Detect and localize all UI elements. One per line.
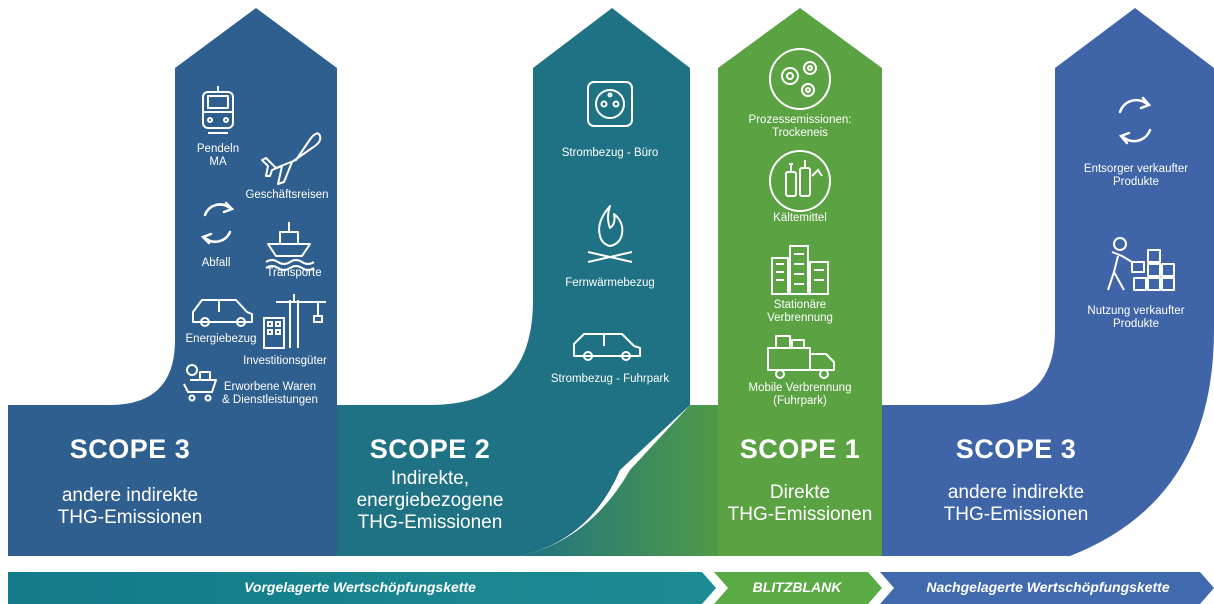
label-pendeln-line1: Pendeln — [196, 143, 240, 155]
crane-building-icon — [263, 294, 326, 349]
label-stationaere-line1: Stationäre — [773, 299, 827, 311]
label-erworbene-waren: Erworbene Waren & Dienstleistungen — [206, 381, 334, 407]
label-abfall: Abfall — [201, 257, 231, 269]
gears-icon — [769, 48, 831, 110]
scope1-desc-line1: Direkte — [769, 482, 831, 503]
scope3-upstream-shape — [8, 8, 337, 556]
scope2-shape — [337, 8, 690, 556]
scope2-desc-line1: Indirekte, — [390, 468, 470, 489]
car-icon — [573, 333, 641, 361]
scope3-upstream-description: andere indirekte THG-Emissionen — [30, 485, 230, 529]
scope1-shape — [718, 8, 882, 556]
scope2-description: Indirekte, energiebezogene THG-Emissione… — [330, 468, 530, 534]
label-transporte: Transporte — [266, 267, 322, 279]
truck-icon — [767, 335, 835, 379]
bottles-icon — [769, 150, 831, 212]
label-geschaeftsreisen: Geschäftsreisen — [245, 189, 329, 201]
upstream-chain-arrow — [8, 572, 716, 604]
recycle-icon — [1118, 96, 1152, 145]
label-entsorger: Entsorger verkaufter Produkte — [1066, 163, 1206, 189]
label-prozessemissionen-line1: Prozessemissionen: — [748, 114, 852, 126]
label-entsorger-line1: Entsorger verkaufter — [1083, 163, 1189, 175]
label-stationaere-line2: Verbrennung — [767, 312, 833, 324]
label-entsorger-line2: Produkte — [1112, 176, 1160, 188]
power-socket-icon — [587, 81, 633, 127]
label-strom-fuhrpark: Strombezug - Fuhrpark — [550, 373, 670, 385]
car-icon — [192, 299, 253, 327]
fire-icon — [587, 205, 633, 263]
label-pendeln-line2: MA — [209, 156, 227, 168]
scope1-desc-line2: THG-Emissionen — [727, 504, 873, 525]
label-nutzung: Nutzung verkaufter Produkte — [1066, 305, 1206, 331]
scope1-title: SCOPE 1 — [739, 434, 861, 464]
scope3-upstream-title: SCOPE 3 — [69, 434, 191, 464]
scope2-desc-line3: THG-Emissionen — [357, 512, 503, 533]
company-chain-arrow — [714, 572, 882, 604]
scope3-downstream-title: SCOPE 3 — [955, 434, 1077, 464]
airplane-icon — [261, 132, 322, 185]
person-boxes-icon — [1107, 237, 1175, 291]
label-fernwaerme: Fernwärmebezug — [565, 277, 655, 289]
label-nutzung-line2: Produkte — [1112, 318, 1160, 330]
label-prozessemissionen-line2: Trockeneis — [772, 127, 828, 139]
scope2-desc-line2: energiebezogene — [356, 490, 504, 511]
label-erworbene-waren-line2: & Dienstleistungen — [222, 394, 318, 406]
company-chain-label: BLITZBLANK — [752, 579, 842, 595]
label-investitionsgueter: Investitionsgüter — [243, 355, 327, 367]
label-energiebezug: Energiebezug — [185, 333, 257, 345]
label-strom-buero: Strombezug - Büro — [561, 147, 659, 159]
downstream-chain-label: Nachgelagerte Wertschöpfungskette — [926, 579, 1170, 595]
scope3-upstream-desc-line2: THG-Emissionen — [57, 507, 203, 528]
ship-icon — [265, 222, 315, 271]
scope3-upstream-desc-line1: andere indirekte — [61, 485, 199, 506]
scope3-downstream-description: andere indirekte THG-Emissionen — [910, 482, 1122, 526]
train-icon — [202, 86, 234, 134]
label-erworbene-waren-line1: Erworbene Waren — [223, 381, 317, 393]
shopping-cart-icon — [183, 364, 217, 402]
label-kaeltemittel: Kältemittel — [773, 212, 827, 224]
label-nutzung-line1: Nutzung verkaufter — [1087, 305, 1185, 317]
label-mobile-line2: (Fuhrpark) — [773, 395, 827, 407]
scope2-title: SCOPE 2 — [369, 434, 491, 464]
scope3-downstream-shape — [882, 8, 1214, 556]
downstream-chain-arrow — [880, 572, 1214, 604]
label-prozessemissionen: Prozessemissionen: Trockeneis — [730, 114, 870, 140]
scope1-description: Direkte THG-Emissionen — [710, 482, 890, 526]
label-mobile-verbrennung: Mobile Verbrennung (Fuhrpark) — [730, 382, 870, 408]
scope2-to-scope1-bridge — [520, 405, 718, 556]
label-mobile-line1: Mobile Verbrennung — [748, 382, 852, 394]
recycle-icon — [200, 201, 235, 245]
scope3-downstream-desc-line2: THG-Emissionen — [943, 504, 1089, 525]
buildings-icon — [771, 245, 829, 295]
label-stationaere-verbrennung: Stationäre Verbrennung — [740, 299, 860, 325]
scope3-upstream-curve — [8, 340, 175, 405]
label-pendeln: Pendeln MA — [192, 143, 244, 169]
scope3-downstream-desc-line1: andere indirekte — [947, 482, 1085, 503]
upstream-chain-label: Vorgelagerte Wertschöpfungskette — [244, 579, 476, 595]
